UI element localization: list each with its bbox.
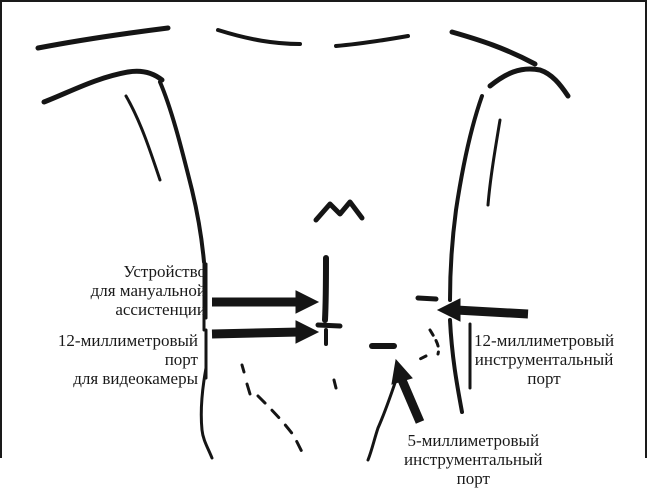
right-arm-inner bbox=[488, 120, 500, 205]
label-line: порт bbox=[58, 350, 198, 369]
lower-left-dashed bbox=[242, 365, 250, 394]
arrow-5mm-shaft bbox=[402, 380, 420, 422]
label-line: для мануальной bbox=[91, 281, 206, 300]
arrow-right-port-head bbox=[438, 299, 460, 321]
label-line: порт bbox=[474, 369, 614, 388]
neck-line-left bbox=[218, 30, 300, 44]
arrow-camera-port-head bbox=[296, 321, 318, 343]
lower-right-line bbox=[368, 374, 398, 460]
label-camera-port: 12-миллиметровый порт для видеокамеры bbox=[58, 331, 198, 388]
left-arm-inner bbox=[126, 96, 160, 180]
lower-curve-dashed bbox=[258, 396, 304, 456]
label-line: Устройство bbox=[91, 262, 206, 281]
label-right-instrument-port: 12-миллиметровый инструментальный порт bbox=[474, 331, 614, 388]
right-dashed-curve bbox=[418, 330, 439, 360]
right-port-mark bbox=[418, 298, 436, 299]
label-line: инструментальный bbox=[404, 450, 543, 469]
collar-line-right bbox=[452, 32, 535, 64]
arrow-camera-port-shaft bbox=[212, 332, 300, 334]
arrow-hand-device-head bbox=[296, 291, 318, 313]
arrow-5mm-head bbox=[392, 360, 412, 384]
right-side-lower bbox=[450, 320, 462, 412]
label-line: ассистенции bbox=[91, 300, 206, 319]
label-line: инструментальный bbox=[474, 350, 614, 369]
lower-mid-line bbox=[334, 380, 336, 388]
collar-line-left bbox=[38, 28, 168, 48]
label-hand-assist-device: Устройство для мануальной ассистенции bbox=[91, 262, 206, 319]
left-hip bbox=[201, 368, 212, 458]
right-arm-outer bbox=[450, 96, 482, 300]
label-5mm-instrument-port: 5-миллиметровый инструментальный порт bbox=[404, 431, 543, 488]
midline-incision bbox=[325, 258, 326, 320]
left-shoulder bbox=[44, 71, 162, 102]
label-line: порт bbox=[404, 469, 543, 488]
neck-line-right bbox=[336, 36, 408, 46]
label-line: 5-миллиметровый bbox=[404, 431, 543, 450]
label-line: для видеокамеры bbox=[58, 369, 198, 388]
label-line: 12-миллиметровый bbox=[58, 331, 198, 350]
right-shoulder bbox=[490, 69, 568, 96]
camera-port-mark bbox=[318, 325, 340, 326]
label-line: 12-миллиметровый bbox=[474, 331, 614, 350]
arrow-right-port-shaft bbox=[456, 310, 528, 314]
left-arm-outer bbox=[160, 82, 204, 262]
sternum-notch bbox=[316, 202, 362, 220]
